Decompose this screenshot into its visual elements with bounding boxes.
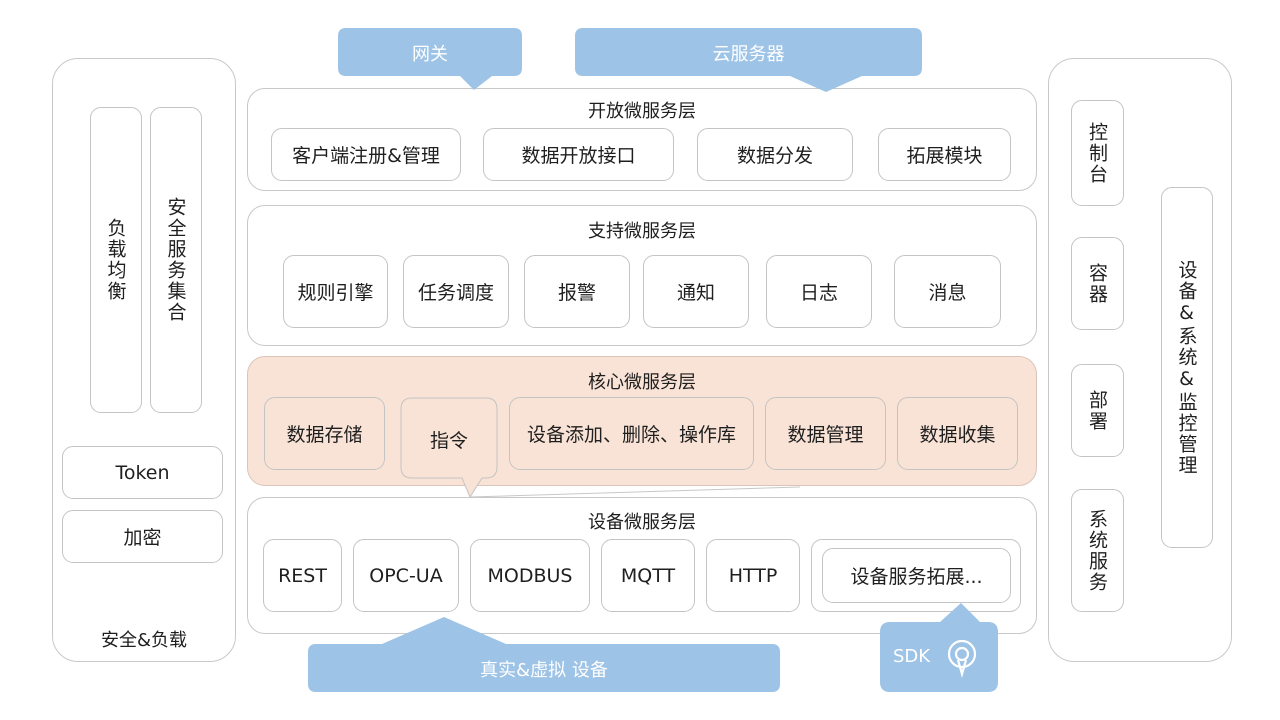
system-service-box: 系统服务	[1071, 489, 1124, 612]
encryption-box: 加密	[62, 510, 223, 563]
location-pin-icon	[947, 639, 977, 679]
encryption-label: 加密	[123, 527, 162, 549]
open-layer-title: 开放微服务层	[588, 101, 696, 122]
open-item: 拓展模块	[878, 128, 1011, 181]
container-box: 容器	[1071, 237, 1124, 330]
support-item: 报警	[524, 255, 630, 328]
support-item: 通知	[643, 255, 749, 328]
console-box: 控制台	[1071, 100, 1124, 206]
open-item: 数据开放接口	[483, 128, 674, 181]
gateway-label: 网关	[412, 44, 448, 65]
sdk-callout-shape	[880, 603, 998, 692]
core-item: 数据收集	[897, 397, 1018, 470]
devices-label: 真实&虚拟 设备	[480, 660, 608, 681]
core-layer-title: 核心微服务层	[588, 372, 696, 393]
security-set-box: 安全服务集合	[150, 107, 202, 413]
support-layer-title: 支持微服务层	[588, 221, 696, 242]
token-label: Token	[115, 461, 170, 484]
device-system-monitor-label: 设备&系统&监控管理	[1175, 259, 1198, 476]
gateway-callout-shape	[338, 28, 522, 90]
support-item: 日志	[766, 255, 872, 328]
core-device-connector	[469, 486, 801, 498]
devices-callout-shape	[308, 617, 780, 692]
token-box: Token	[62, 446, 223, 499]
device-item: OPC-UA	[353, 539, 459, 612]
support-item: 任务调度	[403, 255, 509, 328]
core-item: 数据存储	[264, 397, 385, 470]
cloud-label: 云服务器	[712, 44, 785, 65]
device-item: HTTP	[706, 539, 800, 612]
device-item: REST	[263, 539, 342, 612]
device-item: MODBUS	[470, 539, 590, 612]
open-item: 数据分发	[697, 128, 853, 181]
cloud-callout-shape	[575, 28, 922, 92]
support-item: 消息	[894, 255, 1001, 328]
container-label: 容器	[1086, 262, 1108, 305]
load-balance-label: 负载均衡	[104, 218, 127, 302]
device-system-monitor-box: 设备&系统&监控管理	[1161, 187, 1213, 548]
deploy-box: 部署	[1071, 364, 1124, 457]
security-set-label: 安全服务集合	[164, 197, 187, 323]
security-load-footer: 安全&负载	[100, 630, 188, 651]
core-item: 设备添加、删除、操作库	[509, 397, 754, 470]
sdk-label: SDK	[893, 646, 931, 667]
core-item: 指令	[429, 430, 468, 452]
open-item: 客户端注册&管理	[271, 128, 461, 181]
support-item: 规则引擎	[283, 255, 388, 328]
deploy-label: 部署	[1086, 389, 1108, 432]
device-layer-title: 设备微服务层	[588, 512, 696, 533]
core-item: 数据管理	[765, 397, 886, 470]
command-callout-shape	[400, 397, 498, 499]
device-item: 设备服务拓展...	[822, 548, 1011, 603]
device-item: MQTT	[601, 539, 695, 612]
system-service-label: 系统服务	[1086, 508, 1108, 593]
load-balance-box: 负载均衡	[90, 107, 142, 413]
console-label: 控制台	[1086, 121, 1108, 185]
